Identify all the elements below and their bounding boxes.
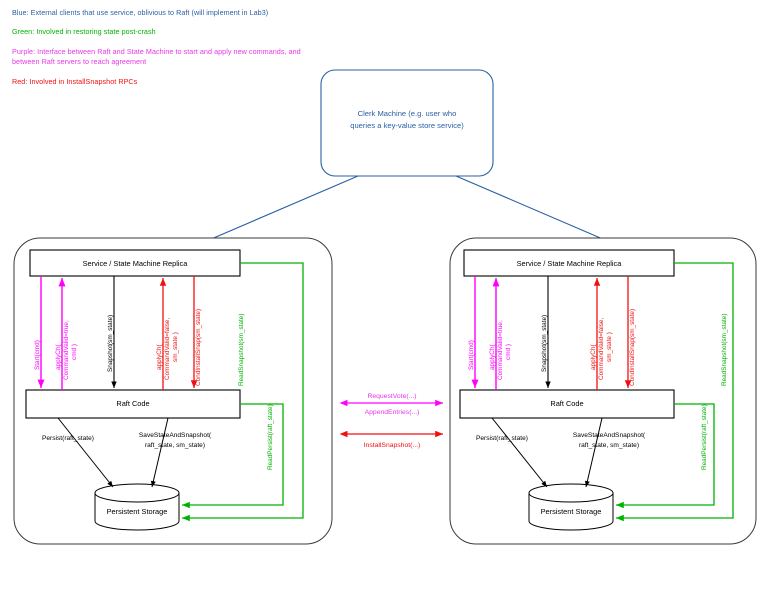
clerk-machine-node: Clerk Machine (e.g. user who queries a k…	[320, 69, 494, 177]
left-persist-label: Persist(raft_state)	[42, 435, 94, 442]
right-savestate-arrow	[584, 417, 603, 488]
clerk-machine-label-line1: Clerk Machine (e.g. user who	[358, 109, 457, 118]
clerk-machine-label-line2: queries a key-value store service)	[350, 121, 464, 130]
left-server: Service / State Machine Replica Raft Cod…	[13, 237, 333, 545]
right-readsnapshot-label: ReadSnapshot(sm_state)	[721, 314, 728, 386]
installsnapshot-label: InstallSnapshot(...)	[364, 442, 421, 449]
left-service-box	[29, 249, 241, 277]
left-applych-valid-label-2: CommandValid=true,	[63, 320, 70, 380]
left-savestate-label-2: raft_state, sm_state)	[145, 442, 205, 449]
right-applych-invalid-label-1: applyCh(	[590, 344, 597, 370]
left-start-label: Start(cmd)	[34, 340, 41, 370]
right-service-box	[463, 249, 675, 277]
left-persist-arrow	[57, 417, 114, 488]
right-service-label: Service / State Machine Replica	[517, 259, 623, 268]
legend: Blue: External clients that use service,…	[12, 8, 302, 96]
right-raft-box	[459, 389, 675, 419]
right-readsnapshot-path	[616, 262, 734, 522]
legend-item-blue: Blue: External clients that use service,…	[12, 8, 269, 17]
left-raft-label: Raft Code	[116, 399, 149, 408]
left-applych-invalid-label-3: sm_state )	[172, 332, 179, 362]
left-applych-invalid-label-1: applyCh(	[156, 344, 163, 370]
appendentries-label: AppendEntries(...)	[365, 409, 420, 416]
right-server: Service / State Machine Replica Raft Cod…	[449, 237, 757, 545]
right-persist-arrow	[491, 417, 548, 488]
left-readpersist-path	[182, 403, 284, 509]
right-readpersist-label: ReadPersist(raft_state)	[701, 404, 708, 470]
right-savestate-label-1: SaveStateAndSnapshot(	[573, 432, 646, 439]
right-readpersist-path	[616, 403, 715, 509]
left-persistent-storage: Persistent Storage	[94, 483, 180, 531]
legend-item-red: Red: Involved in InstallSnapshot RPCs	[12, 76, 138, 86]
legend-item-purple: Purple: Interface between Raft and State…	[12, 46, 301, 67]
right-applych-invalid-label-3: sm_state )	[606, 332, 613, 362]
right-persistent-storage: Persistent Storage	[528, 483, 614, 531]
left-applych-valid-label-1: applyCh(	[55, 344, 62, 370]
left-storage-label: Persistent Storage	[107, 507, 168, 516]
clerk-machine-box	[320, 69, 494, 177]
left-condinstallsnap-label: CondInstallSnap(sm_state)	[195, 309, 202, 386]
requestvote-label: RequestVote(...)	[367, 393, 416, 400]
right-start-label: Start(cmd)	[468, 340, 475, 370]
right-applych-valid-label-2: CommandValid=true,	[497, 320, 504, 380]
left-service-label: Service / State Machine Replica	[83, 259, 189, 268]
left-savestate-arrow	[150, 417, 169, 488]
right-applych-valid-label-3: cmd )	[505, 344, 512, 360]
inter-server-rpcs: RequestVote(...) AppendEntries(...) Inst…	[339, 393, 443, 449]
left-readsnapshot-label: ReadSnapshot(sm_state)	[238, 314, 245, 386]
clerk-to-left-service-arrow	[187, 175, 359, 250]
clerk-to-right-service-arrow	[455, 175, 627, 250]
right-raft-label: Raft Code	[550, 399, 583, 408]
left-savestate-label-1: SaveStateAndSnapshot(	[139, 432, 212, 439]
left-applych-invalid-label-2: CommandValid=false,	[164, 318, 171, 380]
legend-item-green: Green: Involved in restoring state post-…	[12, 27, 156, 37]
right-storage-label: Persistent Storage	[541, 507, 602, 516]
right-applych-invalid-label-2: CommandValid=false,	[598, 318, 605, 380]
right-snapshot-label: Snapshot(sm_state)	[541, 315, 548, 372]
left-applych-valid-label-3: cmd )	[71, 344, 78, 360]
left-snapshot-label: Snapshot(sm_state)	[107, 315, 114, 372]
left-readsnapshot-path	[182, 262, 304, 522]
right-persist-label: Persist(raft_state)	[476, 435, 528, 442]
right-applych-valid-label-1: applyCh(	[489, 344, 496, 370]
right-savestate-label-2: raft_state, sm_state)	[579, 442, 639, 449]
left-readpersist-label: ReadPersist(raft_state)	[267, 404, 274, 470]
right-condinstallsnap-label: CondInstallSnap(sm_state)	[629, 309, 636, 386]
